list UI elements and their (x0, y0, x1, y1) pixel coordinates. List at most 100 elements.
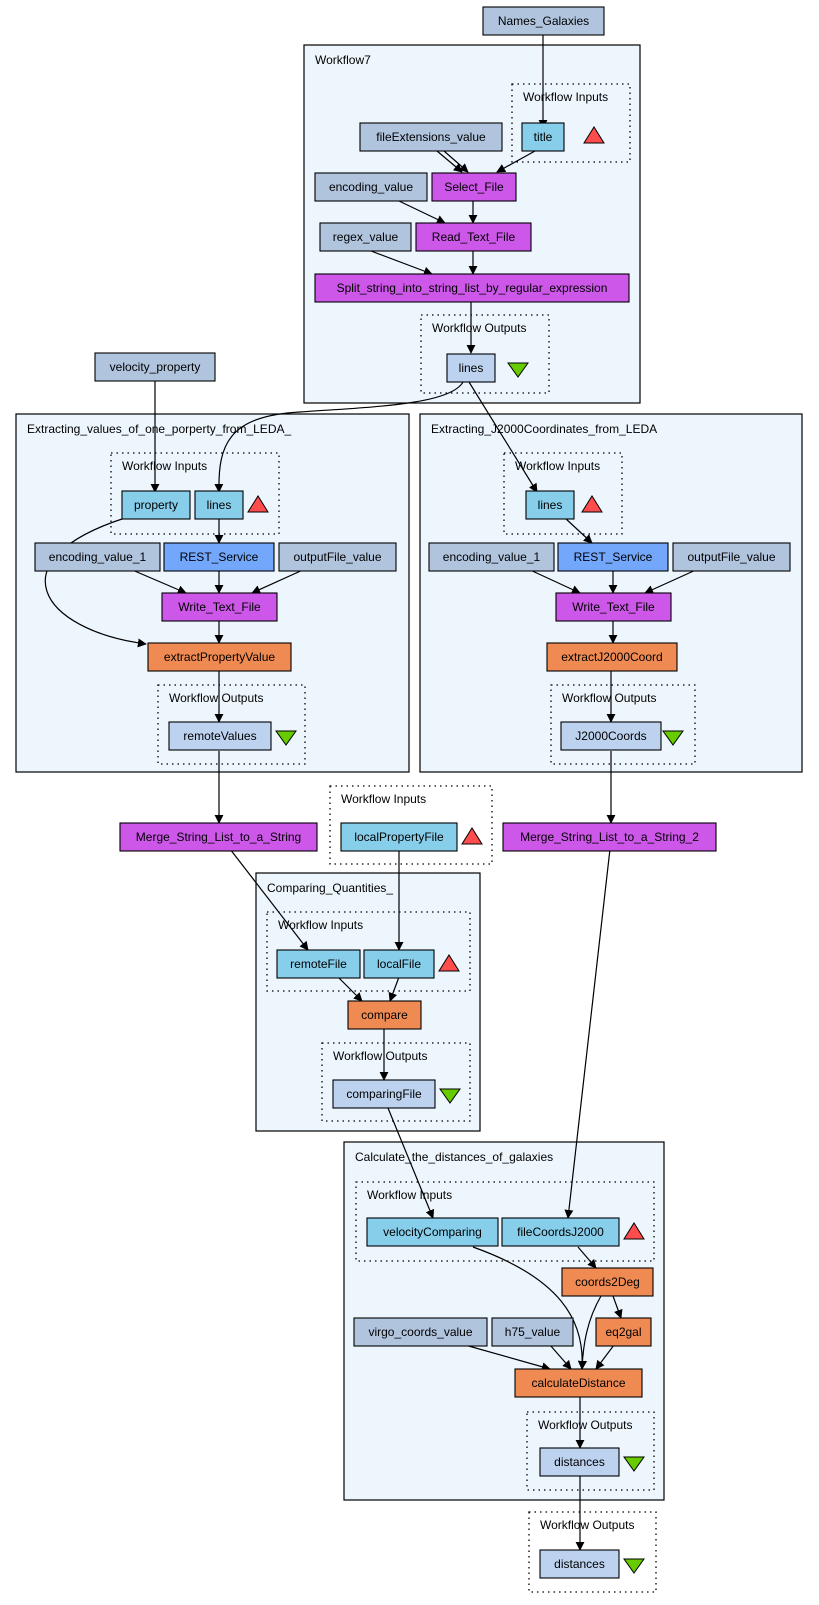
compare-node[interactable]: compare (347, 1000, 422, 1030)
output-file-value-node[interactable]: outputFile_value (672, 542, 791, 572)
edge (229, 848, 309, 951)
node-label: remoteFile (290, 957, 347, 971)
edge (337, 976, 363, 1002)
node-label: lines (538, 498, 563, 512)
h75-value-node[interactable]: h75_value (491, 1317, 574, 1347)
node-label: Merge_String_List_to_a_String_2 (520, 830, 699, 844)
calculate-distance-node[interactable]: calculateDistance (514, 1368, 643, 1398)
workflow-inputs-box: Workflow Inputs (503, 452, 623, 535)
edge (370, 250, 433, 276)
rest-service-node[interactable]: REST_Service (557, 542, 669, 572)
workflow-outputs-box: Workflow Outputs (526, 1411, 655, 1491)
eq2gal-node[interactable]: eq2gal (595, 1317, 652, 1347)
node-label: encoding_value_1 (443, 550, 541, 564)
local-file-input-node[interactable]: localFile (363, 949, 435, 979)
edge (443, 150, 469, 173)
remote-values-output-node[interactable]: remoteValues (168, 721, 272, 751)
edge (387, 1107, 435, 1219)
node-label: REST_Service (574, 550, 653, 564)
workflow-inputs-box: Workflow Inputs (355, 1181, 655, 1262)
velocity-comparing-input-node[interactable]: velocityComparing (366, 1217, 499, 1247)
edge (564, 517, 593, 544)
virgo-coords-value-node[interactable]: virgo_coords_value (353, 1317, 488, 1347)
red-triangle-icon (247, 495, 269, 513)
green-triangle-icon (662, 730, 684, 746)
select-file-node[interactable]: Select_File (431, 172, 517, 202)
edge (549, 1344, 572, 1370)
workflow-inputs-box: Workflow Inputs (329, 785, 493, 865)
local-property-file-input-node[interactable]: localPropertyFile (340, 822, 458, 852)
node-label: lines (207, 498, 232, 512)
node-label: outputFile_value (687, 550, 775, 564)
distances-output-node[interactable]: distances (539, 1549, 620, 1579)
subgraph-label: Workflow Outputs (540, 1518, 634, 1532)
node-label: coords2Deg (575, 1275, 640, 1289)
cluster-label: Workflow7 (315, 53, 371, 67)
red-triangle-icon (581, 495, 603, 513)
j2000-coords-output-node[interactable]: J2000Coords (560, 721, 662, 751)
title-input-node[interactable]: title (521, 122, 565, 152)
read-text-file-node[interactable]: Read_Text_File (415, 222, 532, 252)
edge (129, 568, 187, 594)
edge (595, 1344, 615, 1370)
edge (527, 568, 581, 594)
encoding-value-1-node[interactable]: encoding_value_1 (428, 542, 555, 572)
encoding-value-node[interactable]: encoding_value (314, 172, 428, 202)
subgraph-label: Workflow Inputs (367, 1188, 452, 1202)
node-label: Split_string_into_string_list_by_regular… (337, 281, 608, 295)
green-triangle-icon (623, 1456, 645, 1472)
cluster-extracting-values: Extracting_values_of_one_porperty_from_L… (15, 413, 410, 773)
red-triangle-icon (461, 827, 483, 845)
node-label: h75_value (505, 1325, 561, 1339)
coords2deg-node[interactable]: coords2Deg (561, 1267, 654, 1297)
velocity-property-node[interactable]: velocity_property (94, 352, 216, 382)
property-input-node[interactable]: property (121, 490, 191, 520)
file-extensions-value-node[interactable]: fileExtensions_value (359, 122, 503, 152)
extract-property-value-node[interactable]: extractPropertyValue (147, 642, 292, 672)
node-label: encoding_value (329, 180, 413, 194)
subgraph-label: Workflow Outputs (562, 691, 656, 705)
green-triangle-icon (623, 1558, 645, 1574)
comparing-file-output-node[interactable]: comparingFile (332, 1079, 436, 1109)
names-galaxies-node[interactable]: Names_Galaxies (482, 6, 605, 36)
red-triangle-icon (623, 1222, 645, 1240)
node-label: virgo_coords_value (368, 1325, 472, 1339)
edge (468, 381, 538, 493)
lines-output-node[interactable]: lines (446, 353, 496, 383)
node-label: Write_Text_File (178, 600, 261, 614)
green-triangle-icon (439, 1088, 461, 1104)
edge (564, 848, 611, 1219)
rest-service-node[interactable]: REST_Service (163, 542, 275, 572)
edge (496, 150, 536, 173)
output-file-value-node[interactable]: outputFile_value (278, 542, 397, 572)
node-label: compare (361, 1008, 408, 1022)
green-triangle-icon (275, 730, 297, 746)
subgraph-label: Workflow Outputs (432, 321, 526, 335)
extract-j2000-coord-node[interactable]: extractJ2000Coord (546, 642, 678, 672)
lines-input-node[interactable]: lines (194, 490, 244, 520)
encoding-value-1-node[interactable]: encoding_value_1 (34, 542, 161, 572)
split-string-node[interactable]: Split_string_into_string_list_by_regular… (314, 273, 630, 303)
node-label: encoding_value_1 (49, 550, 147, 564)
regex-value-node[interactable]: regex_value (319, 222, 412, 252)
node-label: Write_Text_File (572, 600, 655, 614)
file-coords-j2000-input-node[interactable]: fileCoordsJ2000 (501, 1217, 620, 1247)
cluster-label: Extracting_values_of_one_porperty_from_L… (27, 422, 291, 436)
remote-file-input-node[interactable]: remoteFile (276, 949, 361, 979)
workflow-inputs-box: Workflow Inputs (110, 452, 280, 535)
node-label: localFile (377, 957, 421, 971)
write-text-file-node[interactable]: Write_Text_File (555, 592, 672, 622)
edge (644, 568, 699, 594)
distances-output-node[interactable]: distances (539, 1447, 620, 1477)
subgraph-label: Workflow Inputs (278, 918, 363, 932)
edge (214, 381, 464, 493)
merge-string-list-2-node[interactable]: Merge_String_List_to_a_String_2 (502, 822, 717, 852)
lines-input-node[interactable]: lines (525, 490, 575, 520)
node-label: comparingFile (346, 1087, 422, 1101)
workflow-outputs-box: Workflow Outputs (321, 1042, 471, 1122)
subgraph-label: Workflow Outputs (169, 691, 263, 705)
node-label: velocityComparing (383, 1225, 482, 1239)
write-text-file-node[interactable]: Write_Text_File (161, 592, 278, 622)
merge-string-list-node[interactable]: Merge_String_List_to_a_String (119, 822, 318, 852)
